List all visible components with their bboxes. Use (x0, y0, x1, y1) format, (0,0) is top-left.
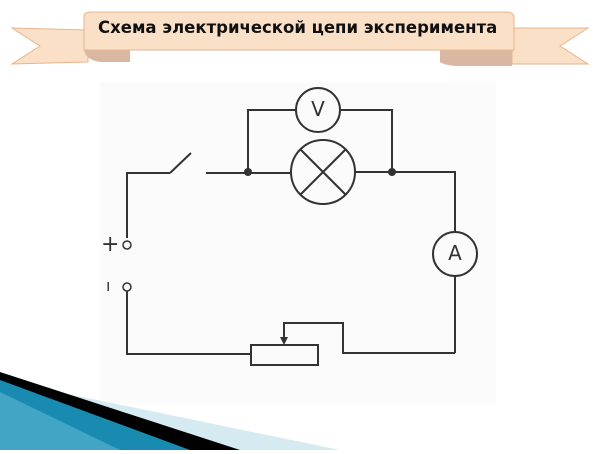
switch (169, 152, 192, 174)
terminal-minus (122, 282, 132, 292)
terminal-minus-label: ı (106, 276, 111, 295)
lamp-icon (290, 139, 356, 205)
diagram-panel (100, 82, 496, 404)
voltmeter-icon (295, 87, 341, 133)
title-banner (10, 11, 590, 66)
ammeter-icon (432, 231, 478, 277)
wire-left-top (126, 172, 170, 238)
voltmeter-label: V (311, 97, 325, 121)
terminal-plus-label: + (101, 232, 120, 257)
page-title: Схема электрической цепи эксперимента (98, 18, 498, 37)
junction-node (388, 168, 396, 176)
circuit-diagram (126, 109, 456, 366)
junction-node (244, 168, 252, 176)
rheostat (250, 344, 319, 366)
terminal-plus (122, 240, 132, 250)
rheostat-slider-icon (280, 337, 288, 345)
decorative-wave (0, 372, 340, 450)
ammeter-label: A (448, 241, 462, 265)
